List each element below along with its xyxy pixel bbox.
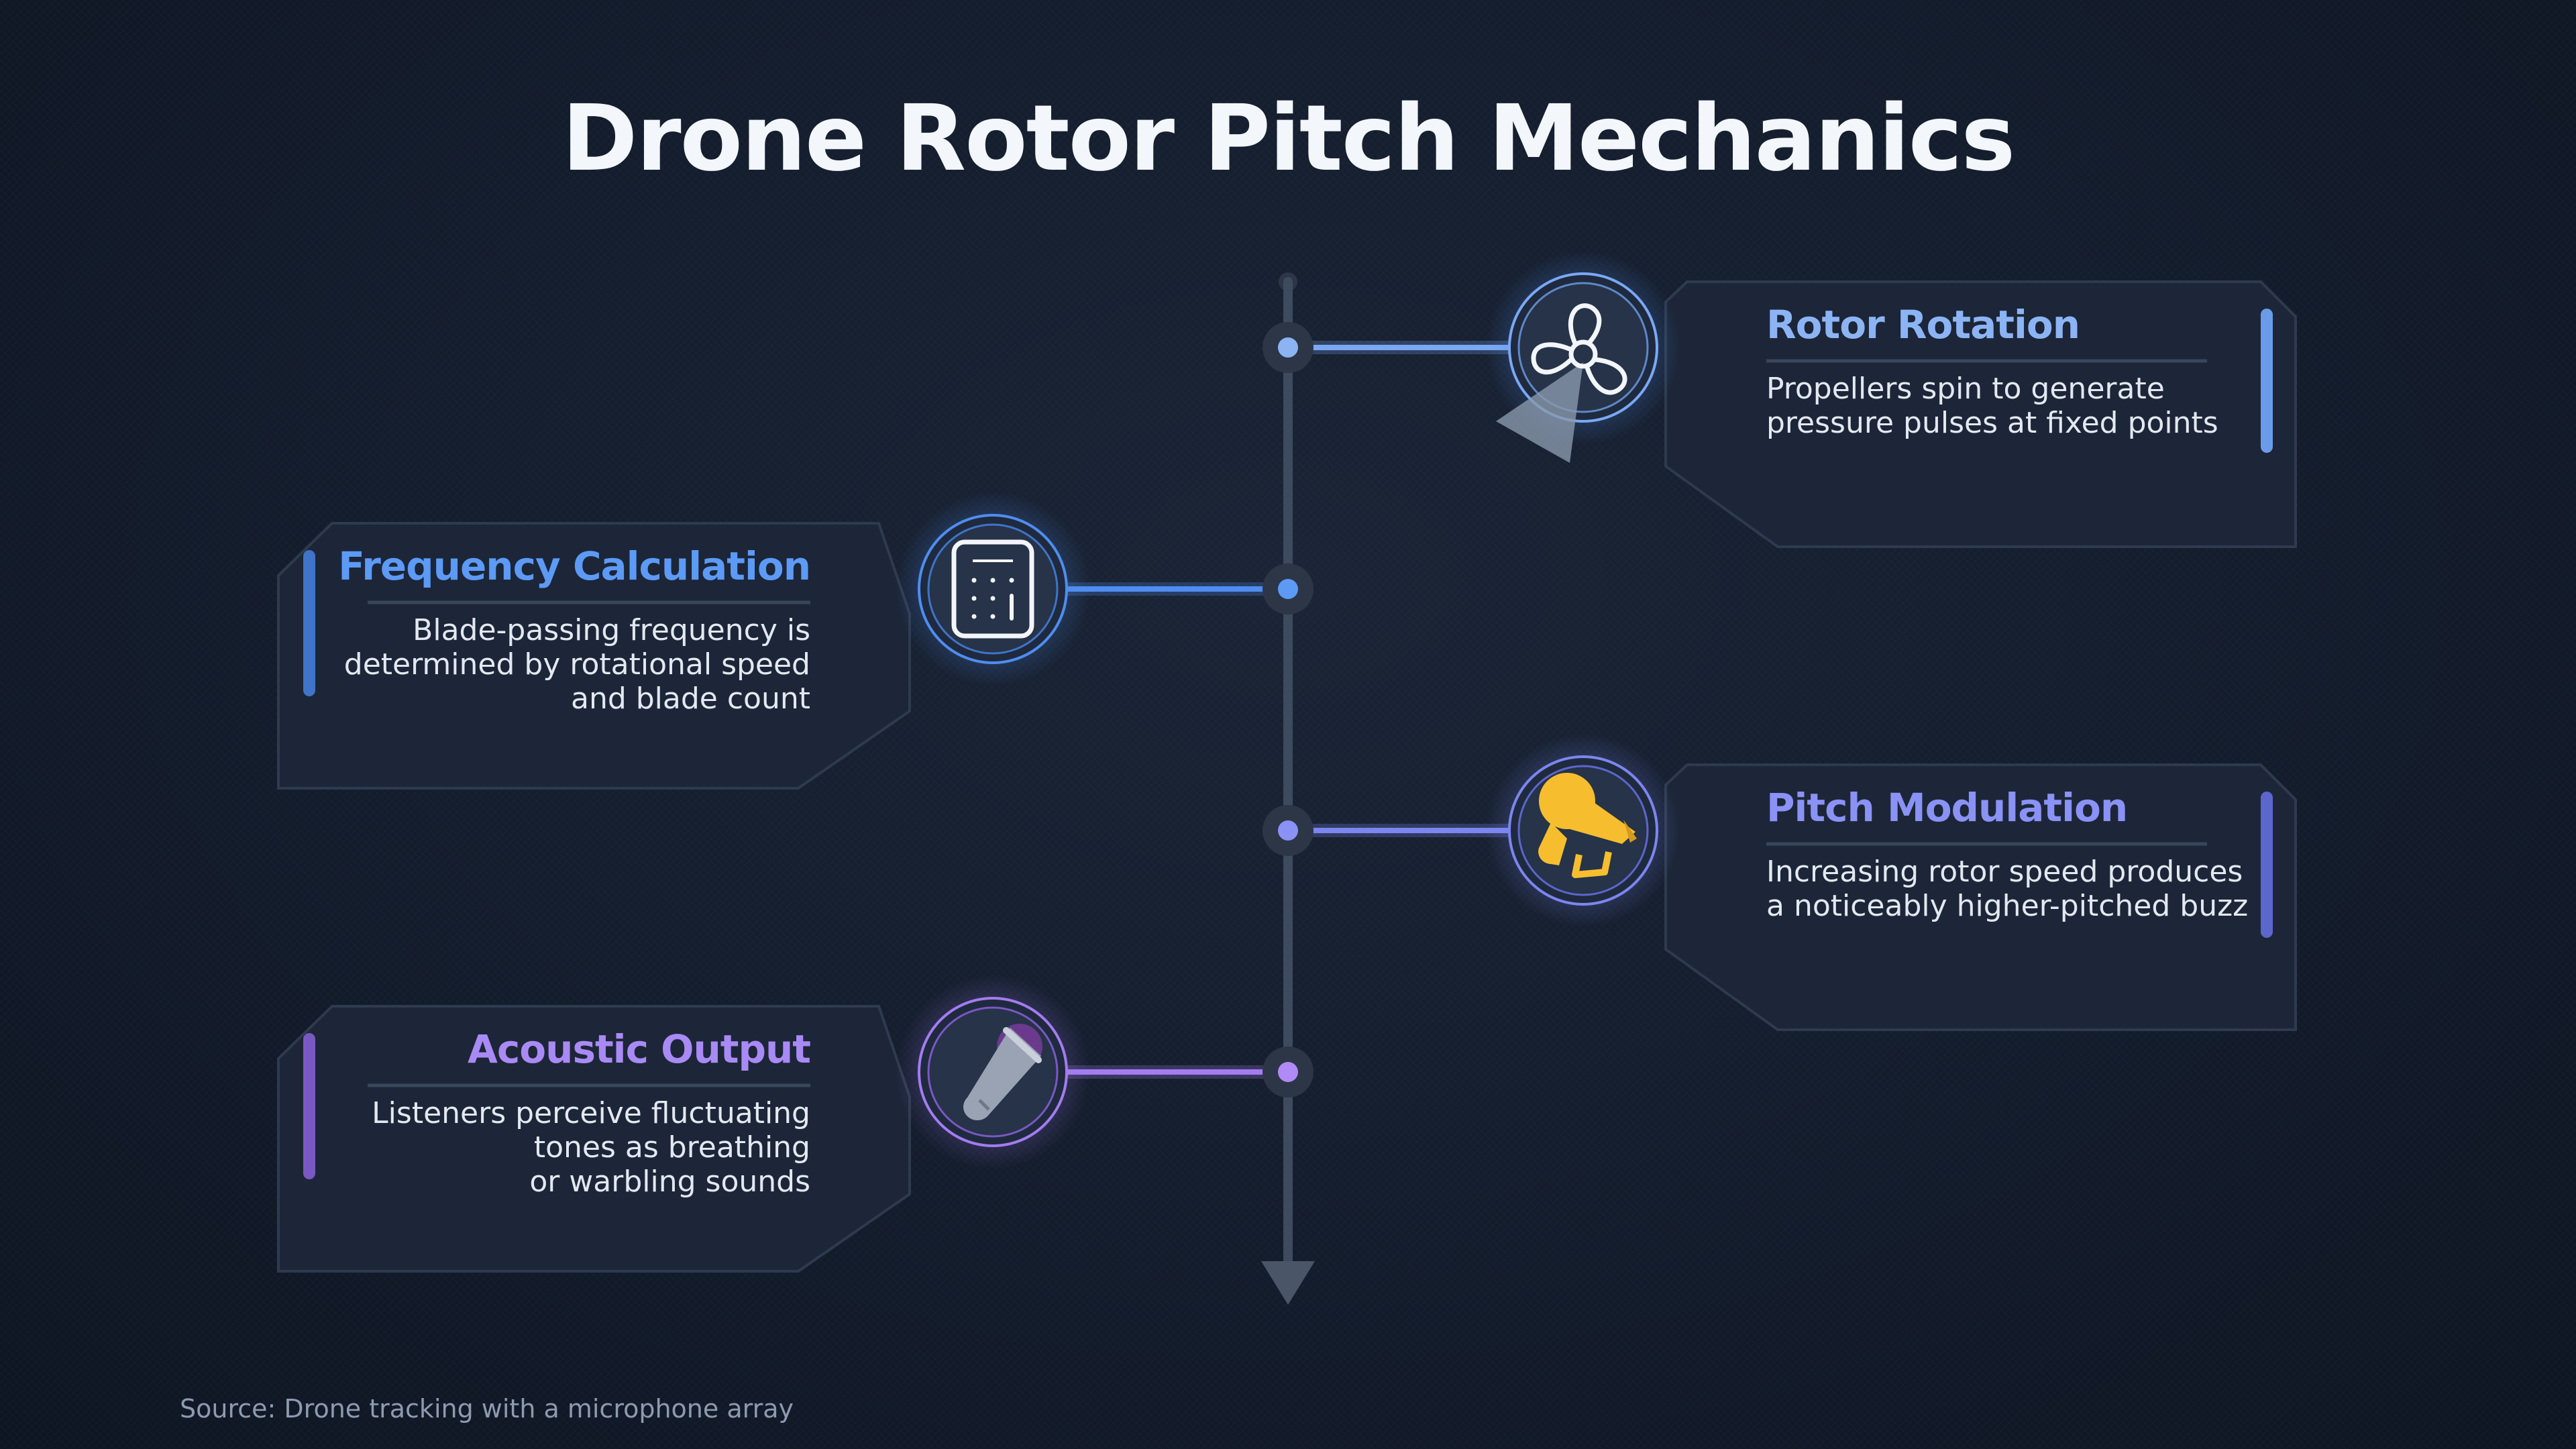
frequency-calculation-description: Blade-passing frequency is determined by… — [338, 613, 810, 716]
axis-arrowhead — [1261, 1261, 1315, 1305]
rotor-rotation-text: Rotor Rotation Propellers spin to genera… — [1766, 302, 2218, 440]
description-line: Listeners perceive fluctuating — [372, 1096, 810, 1130]
acoustic-output-title: Acoustic Output — [468, 1026, 811, 1072]
step-acoustic-output — [277, 975, 1313, 1273]
accent-bar-acoustic-output — [303, 1033, 315, 1179]
step-rotor-rotation — [1263, 250, 2297, 548]
description-line: and blade count — [570, 682, 810, 716]
accent-bar-frequency-calculation — [303, 550, 315, 696]
acoustic-output-description: Listeners perceive fluctuating tones as … — [372, 1096, 810, 1199]
source-note: Source: Drone tracking with a microphone… — [180, 1394, 794, 1424]
description-line: tones as breathing — [533, 1130, 810, 1165]
description-line: Increasing rotor speed produces — [1766, 855, 2243, 889]
propeller-icon — [1531, 303, 1627, 395]
pitch-modulation-description: Increasing rotor speed produces a notice… — [1766, 855, 2248, 923]
accent-bar-pitch-modulation — [2261, 792, 2273, 938]
card-acoustic-output — [277, 1005, 911, 1273]
step-pitch-modulation — [1263, 733, 2297, 1031]
acoustic-output-text: Acoustic Output Listeners perceive fluct… — [372, 1026, 811, 1199]
description-line: Blade-passing frequency is — [413, 613, 810, 647]
frequency-calculation-title: Frequency Calculation — [338, 543, 811, 589]
description-line: Propellers spin to generate — [1766, 372, 2165, 406]
page-title: Drone Rotor Pitch Mechanics — [561, 86, 2016, 192]
calculator-icon — [951, 539, 1034, 639]
megaphone-icon — [1538, 773, 1637, 878]
rotor-rotation-description: Propellers spin to generate pressure pul… — [1766, 372, 2218, 440]
description-line: determined by rotational speed — [343, 647, 810, 682]
card-frequency-calculation — [277, 522, 911, 790]
callout-pointer-rotor-rotation — [1496, 362, 1583, 463]
rotor-rotation-title: Rotor Rotation — [1766, 302, 2080, 347]
description-line: a noticeably higher-pitched buzz — [1766, 889, 2249, 923]
step-frequency-calculation — [277, 492, 1313, 790]
pitch-modulation-text: Pitch Modulation Increasing rotor speed … — [1766, 785, 2248, 923]
description-line: or warbling sounds — [529, 1165, 810, 1199]
timeline-axis — [1261, 272, 1315, 1305]
pitch-modulation-title: Pitch Modulation — [1766, 785, 2128, 830]
microphone-icon — [963, 1024, 1042, 1120]
accent-bar-rotor-rotation — [2261, 309, 2273, 453]
description-line: pressure pulses at fixed points — [1766, 406, 2218, 440]
frequency-calculation-text: Frequency Calculation Blade-passing freq… — [338, 543, 811, 716]
